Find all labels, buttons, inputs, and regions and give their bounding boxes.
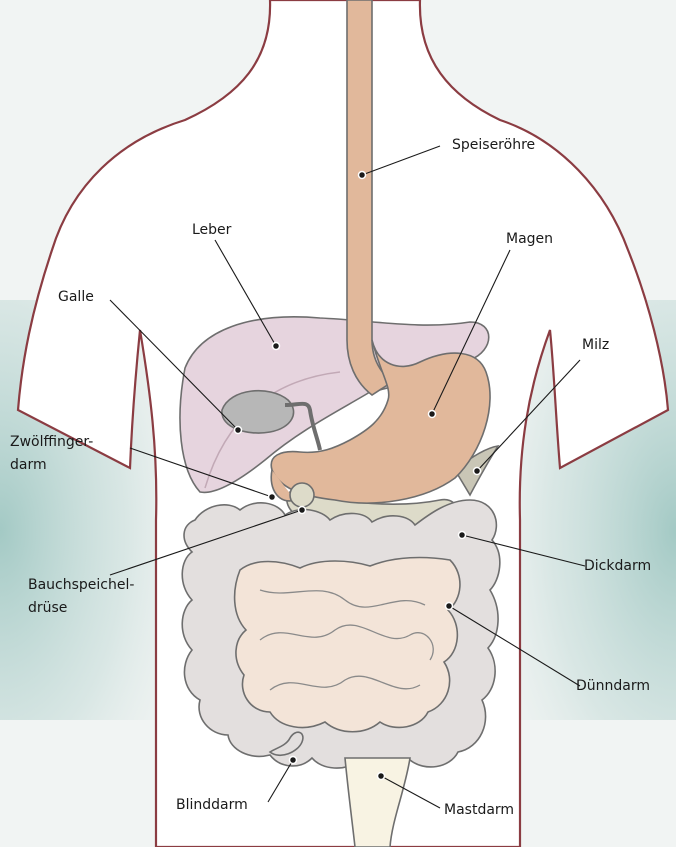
small-intestine — [235, 558, 460, 732]
label-speiseroehre: Speiseröhre — [452, 137, 535, 153]
label-duenndarm: Dünndarm — [576, 678, 650, 694]
label-blinddarm: Blinddarm — [176, 797, 248, 813]
label-dickdarm: Dickdarm — [584, 558, 651, 574]
gallbladder — [222, 391, 294, 433]
label-milz: Milz — [582, 337, 609, 353]
label-galle: Galle — [58, 289, 94, 305]
label-zwoelffingerdarm-line1: Zwölffinger- — [10, 434, 93, 450]
label-bauchspeicheldruese-line1: Bauchspeichel- — [28, 577, 134, 593]
label-zwoelffingerdarm-line2: darm — [10, 457, 47, 473]
label-bauchspeicheldruese-line2: drüse — [28, 600, 67, 616]
label-mastdarm: Mastdarm — [444, 802, 514, 818]
label-leber: Leber — [192, 222, 232, 238]
label-magen: Magen — [506, 231, 553, 247]
